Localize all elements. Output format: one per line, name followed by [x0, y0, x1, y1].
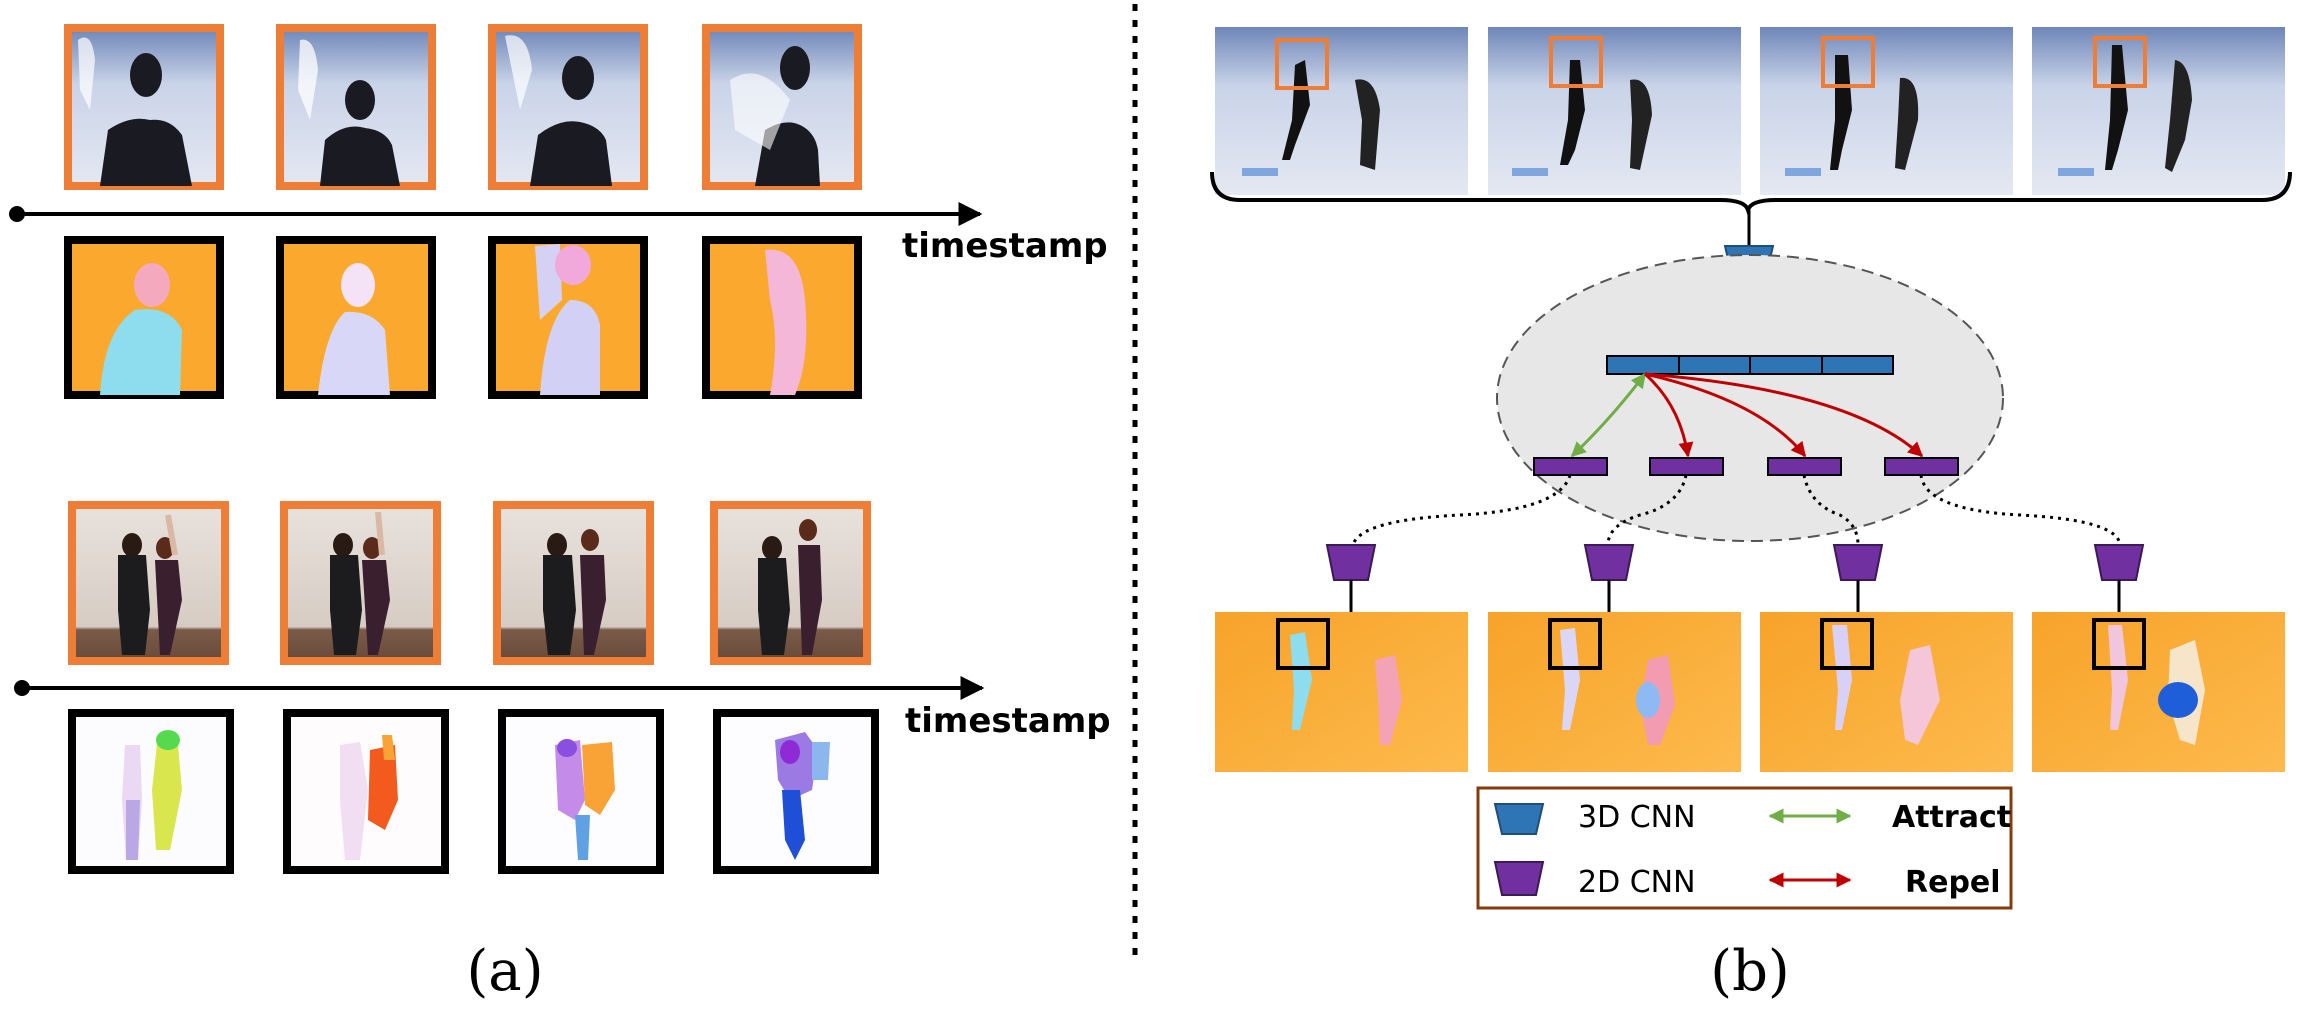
- cnn2d-block-1: [1325, 544, 1377, 581]
- video-feature-bar: [1606, 355, 1894, 375]
- a-top-rgb-frame-3: [488, 24, 648, 190]
- a-bottom-flow-frame-1: [68, 709, 234, 874]
- legend-2dcnn-label: 2D CNN: [1578, 865, 1696, 900]
- a-top-rgb-frame-2: [276, 24, 436, 190]
- legend-3dcnn-label: 3D CNN: [1578, 800, 1696, 835]
- b-flow-frame-1: [1215, 612, 1468, 772]
- feature-to-2dcnn-link-4: [1919, 474, 2122, 546]
- a-bottom-rgb-frame-3: [493, 501, 654, 665]
- b-video-frame-3: [1760, 27, 2013, 195]
- a-top-timeline: [9, 202, 983, 226]
- a-bottom-flow-frame-3: [498, 709, 664, 874]
- legend-repel-label: Repel: [1905, 865, 2001, 900]
- frame-feature-bar-1: [1533, 457, 1608, 476]
- a-bottom-rgb-frame-1: [68, 501, 229, 665]
- a-bottom-timestamp-label: timestamp: [905, 701, 1111, 741]
- feature-to-2dcnn-link-2: [1606, 474, 1688, 546]
- a-top-flow-frame-3: [488, 236, 648, 399]
- a-top-timestamp-label: timestamp: [902, 226, 1108, 266]
- legend-3dcnn-icon: [1493, 803, 1545, 835]
- frame-feature-bar-4: [1884, 457, 1959, 476]
- b-video-frame-1: [1215, 27, 1468, 195]
- feature-to-2dcnn-link-1: [1351, 474, 1572, 546]
- a-top-rgb-frame-1: [64, 24, 224, 190]
- b-flow-frame-3: [1760, 612, 2013, 772]
- a-top-flow-frame-4: [702, 236, 862, 399]
- legend: 3D CNN Attract 2D CNN Repel: [1476, 786, 2013, 910]
- a-top-flow-frame-1: [64, 236, 224, 399]
- feature-to-2dcnn-link-3: [1802, 474, 1860, 546]
- legend-2dcnn-icon: [1493, 861, 1545, 896]
- b-video-frame-2: [1488, 27, 1741, 195]
- repel-arrow-3: [1644, 372, 1924, 458]
- frame-feature-bar-2: [1649, 457, 1724, 476]
- panel-b-label: (b): [1710, 939, 1790, 1004]
- attract-arrow: [1570, 372, 1647, 458]
- panel-a: timestamp: [9, 24, 1111, 1004]
- cnn2d-block-2: [1583, 544, 1635, 581]
- b-flow-frame-2: [1488, 612, 1741, 772]
- panel-a-label: (a): [466, 939, 543, 1004]
- repel-arrow-2: [1644, 372, 1807, 458]
- a-bottom-flow-frame-4: [713, 709, 879, 874]
- a-bottom-flow-frame-2: [283, 709, 449, 874]
- a-bottom-rgb-frame-2: [280, 501, 441, 665]
- cnn2d-block-3: [1832, 544, 1884, 581]
- a-top-rgb-frame-4: [702, 24, 862, 190]
- frame-feature-bar-3: [1767, 457, 1842, 476]
- a-bottom-rgb-frame-4: [710, 501, 871, 665]
- repel-arrow-1: [1644, 372, 1694, 458]
- cnn2d-block-4: [2093, 544, 2145, 581]
- legend-frame: [1476, 786, 2013, 910]
- legend-attract-label: Attract: [1892, 800, 2011, 835]
- panel-b: 3D CNN Attract 2D CNN Repel (b): [1210, 27, 2292, 1004]
- feature-space-ellipse: [1496, 254, 2004, 542]
- a-top-flow-frame-2: [276, 236, 436, 399]
- a-bottom-timeline: [14, 676, 985, 700]
- b-flow-frame-4: [2032, 612, 2285, 772]
- b-video-frame-4: [2032, 27, 2285, 195]
